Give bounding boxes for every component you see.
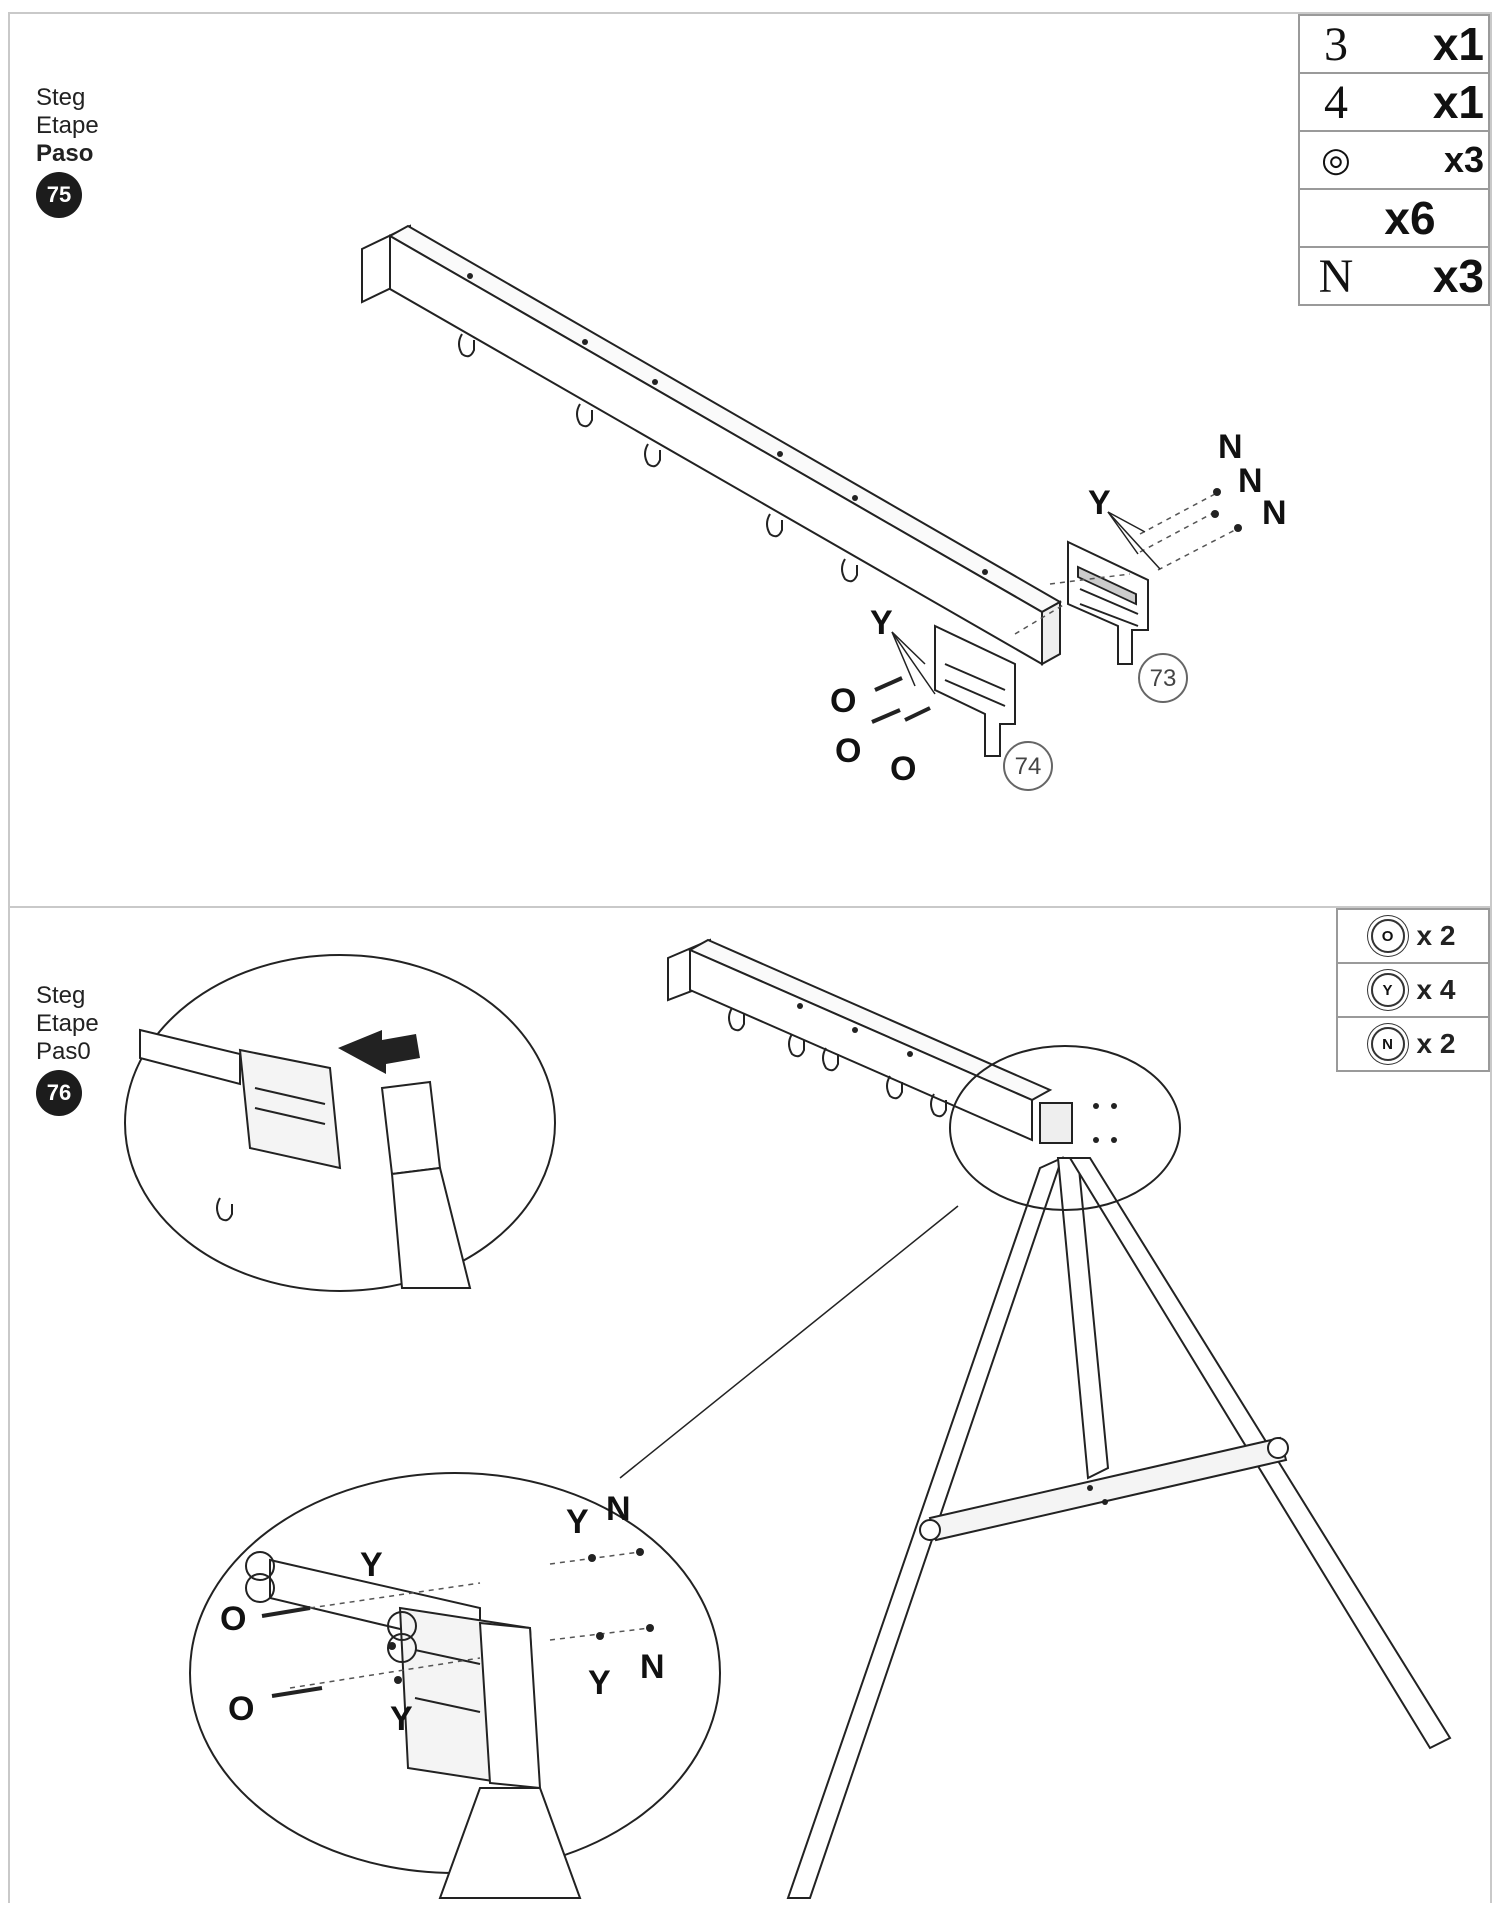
part-quantity: x 4 xyxy=(1416,974,1456,1005)
part-quantity: x3 xyxy=(1432,250,1484,302)
part-quantity: x1 xyxy=(1432,76,1484,128)
bracket-73 xyxy=(1067,540,1149,665)
step-number-badge: 75 xyxy=(36,172,82,218)
callout-y: Y xyxy=(566,1503,589,1541)
detail-circle-top xyxy=(949,1045,1181,1211)
callout-n: N xyxy=(606,1490,631,1528)
callout-y: Y xyxy=(360,1546,383,1584)
assembly-guides xyxy=(1014,493,1236,635)
callout-n: N xyxy=(1238,462,1263,500)
bottom-bolts xyxy=(261,1606,323,1698)
hooks xyxy=(728,1007,947,1118)
washer-y-icon: Y xyxy=(1370,973,1405,1007)
callout-y: Y xyxy=(870,604,893,642)
frame-holes xyxy=(797,1003,1108,1505)
callout-n: N xyxy=(1218,428,1243,466)
step-label-line: Paso xyxy=(36,140,94,167)
beam-holes xyxy=(467,273,988,575)
step-number-badge: 76 xyxy=(36,1070,82,1116)
arrow-left-icon xyxy=(338,1030,420,1074)
parts-row: ◎ x3 xyxy=(1300,132,1488,188)
step-75-illustration: 73 74 N N N Y Y O O O xyxy=(361,224,1287,791)
step-75-label: Steg Etape Paso 75 xyxy=(36,84,99,218)
nuts xyxy=(1211,488,1242,532)
part-quantity: x 2 xyxy=(1416,920,1456,951)
step-75-panel: Steg Etape Paso 75 3 x1 4 x1 ◎ x3 x6 N x… xyxy=(8,12,1492,908)
bolt-o-icon: O xyxy=(1370,919,1405,953)
step-label-line: Steg xyxy=(36,982,86,1009)
part-quantity: x6 xyxy=(1384,192,1436,244)
callout-y: Y xyxy=(1088,484,1111,522)
parts-list-75: 3 x1 4 x1 ◎ x3 x6 N x3 xyxy=(1298,14,1490,306)
detail-left-parts xyxy=(139,1028,472,1289)
part-symbol: 4 xyxy=(1324,75,1348,129)
beam-drawing xyxy=(361,224,1063,666)
detail-bottom-parts xyxy=(245,1551,582,1899)
callout-o: O xyxy=(890,750,916,788)
callout-y: Y xyxy=(390,1700,413,1738)
bolts xyxy=(871,676,931,724)
part-quantity: x1 xyxy=(1432,18,1484,70)
part-symbol: 3 xyxy=(1324,17,1348,71)
parts-row: O x 2 xyxy=(1338,910,1488,962)
detail-dots xyxy=(1093,1103,1117,1143)
callout-n: N xyxy=(1262,494,1287,532)
step-label-line: Etape xyxy=(36,1010,99,1037)
parts-row: N x3 xyxy=(1300,248,1488,304)
nut-n-icon: N xyxy=(1370,1027,1405,1061)
step-76-panel: Steg Etape Pas0 76 O x 2 Y x 4 N x 2 xyxy=(8,906,1492,1903)
bottom-nuts xyxy=(388,1548,654,1684)
part-number-circle xyxy=(1138,653,1188,703)
washer-icon: ◎ xyxy=(1321,142,1351,179)
leader-lines xyxy=(891,511,1161,695)
callout-o: O xyxy=(220,1600,246,1638)
part-number-73: 73 xyxy=(1150,665,1177,692)
part-quantity: x3 xyxy=(1443,139,1484,180)
callout-n: N xyxy=(640,1648,665,1686)
parts-row: x6 xyxy=(1300,190,1488,246)
callout-o: O xyxy=(835,732,861,770)
step-76-label: Steg Etape Pas0 76 xyxy=(36,982,99,1116)
step-label-line: Etape xyxy=(36,112,99,139)
callout-o: O xyxy=(830,682,856,720)
part-quantity: x 2 xyxy=(1416,1028,1456,1059)
part-number-circle xyxy=(1003,741,1053,791)
detail-leader xyxy=(619,1205,959,1479)
parts-row: 3 x1 xyxy=(1300,16,1488,72)
swing-frame xyxy=(667,938,1452,1899)
part-symbol: N xyxy=(1318,249,1354,303)
parts-list-76: O x 2 Y x 4 N x 2 xyxy=(1336,908,1490,1072)
part-number-74: 74 xyxy=(1015,753,1042,780)
parts-row: 4 x1 xyxy=(1300,74,1488,130)
callout-o: O xyxy=(228,1690,254,1728)
parts-row: N x 2 xyxy=(1338,1018,1488,1070)
step-label-line: Steg xyxy=(36,84,86,111)
step-76-illustration: Y N Y O Y N O Y xyxy=(124,938,1452,1899)
step-label-line: Pas0 xyxy=(36,1038,91,1065)
bracket-74 xyxy=(934,624,1016,757)
callout-y: Y xyxy=(588,1664,611,1702)
detail-circle-left xyxy=(124,954,556,1292)
parts-row: Y x 4 xyxy=(1338,964,1488,1016)
